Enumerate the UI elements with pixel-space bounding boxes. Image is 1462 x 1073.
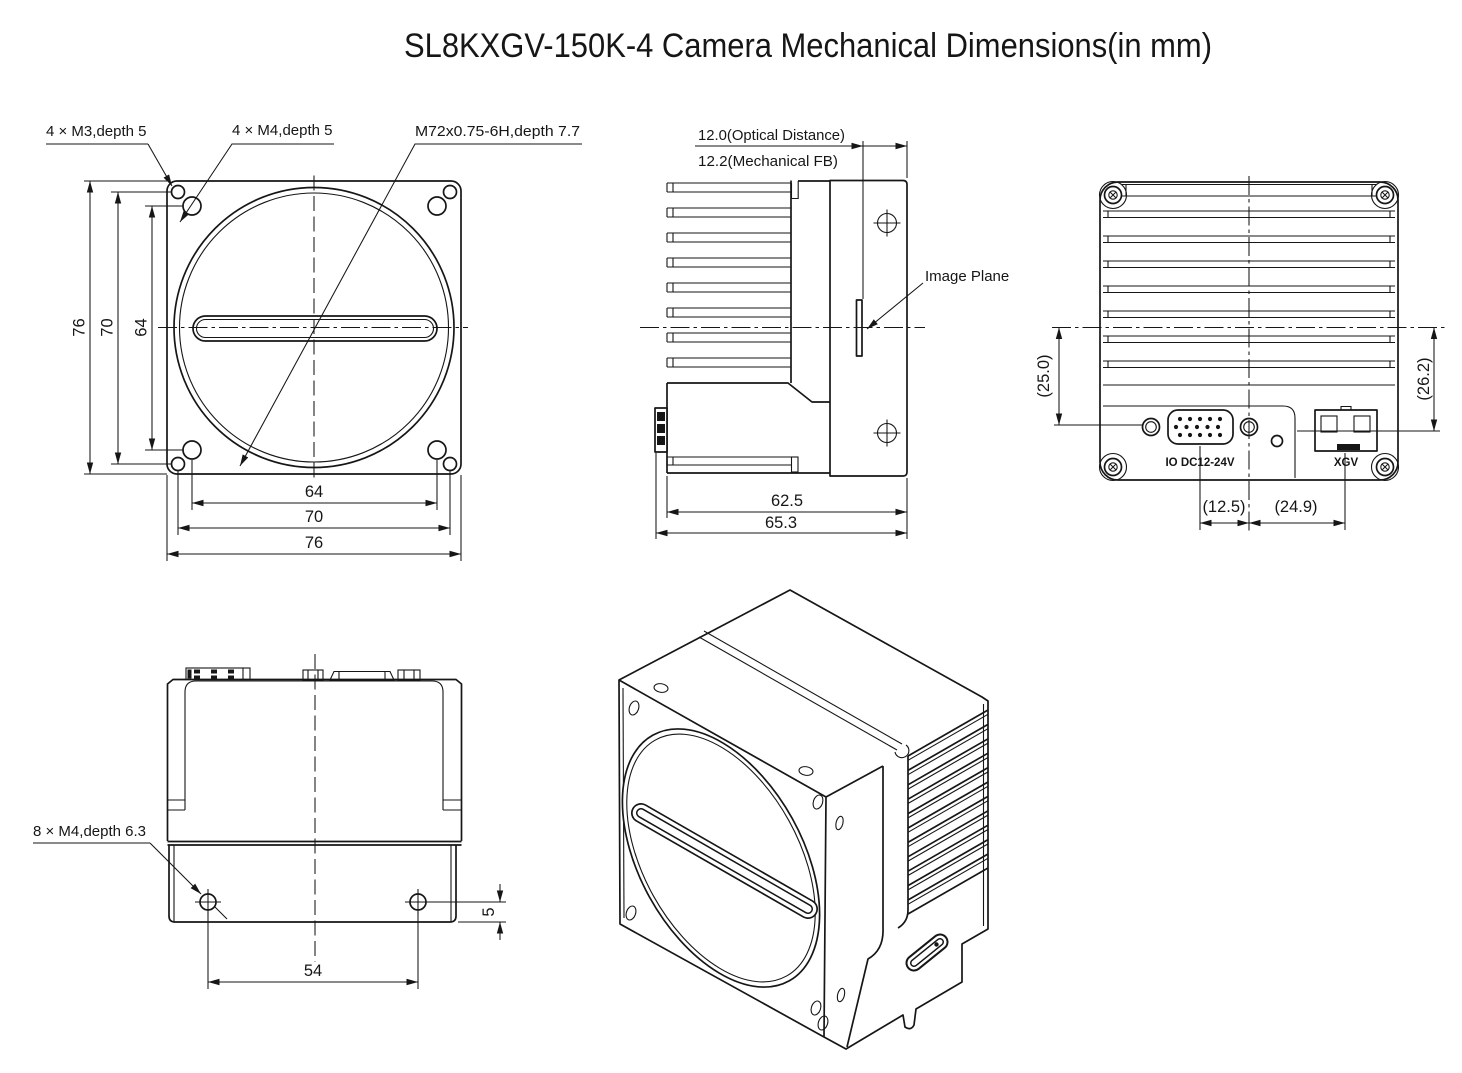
flange-screws: [873, 209, 901, 447]
image-plane-label: Image Plane: [925, 268, 1009, 285]
usb-c-connector: [905, 933, 949, 972]
back-dim-26-2: (26.2): [1415, 357, 1433, 400]
iso-top-notch: [894, 744, 910, 759]
iso-view: [618, 589, 989, 1050]
back-dim-12-5: (12.5): [1202, 498, 1245, 516]
upper-body-inner: [184, 680, 444, 800]
page-title: SL8KXGV-150K-4 Camera Mechanical Dimensi…: [404, 27, 1212, 65]
iso-sensor-slot: [631, 803, 818, 919]
optical-distance-label: 12.0(Optical Distance): [698, 127, 845, 144]
bottom-dim-5: 5: [480, 907, 498, 916]
mid-band-sides: [166, 800, 463, 841]
front-view: 4 × M3,depth 5 4 × M4,depth 5 M72x0.75-6…: [46, 122, 582, 561]
bottom-tab: [790, 456, 799, 473]
corner-bosses: [1098, 180, 1400, 482]
m72-leader: [239, 143, 582, 467]
fb-ext-lines: [862, 141, 908, 299]
back-dim-24-9: (24.9): [1274, 498, 1317, 516]
front-dim-70-v: 70: [99, 318, 117, 336]
side-view: 12.0(Optical Distance) 12.2(Mechanical F…: [640, 127, 1009, 539]
side-notches: [167, 799, 462, 811]
xgv-connector: [1314, 405, 1378, 452]
front-flange-bottom: [168, 845, 457, 923]
front-dim-70-h: 70: [305, 508, 323, 526]
iso-top-seam: [698, 630, 903, 751]
iso-lens-opening-inner: [626, 733, 816, 983]
m3-leader: [147, 143, 173, 187]
side-dim-65-3: 65.3: [765, 514, 797, 532]
status-led-hole: [1270, 434, 1284, 448]
front-dim-64-h: 64: [305, 483, 323, 501]
m4-bottom-label: 8 × M4,depth 6.3: [33, 823, 146, 840]
m3-holes: [170, 184, 458, 472]
sensor-slot-inner: [195, 318, 435, 339]
iso-screw-holes: [625, 683, 846, 1031]
m4-leader-tail: [214, 906, 228, 920]
iso-fins-twin: [907, 713, 989, 905]
bottom-fin: [666, 456, 791, 466]
connector-panel: [1103, 405, 1296, 478]
bottom-io-connector: [185, 667, 251, 681]
front-flange-inner: [173, 845, 452, 921]
io-dsub-connector: [1167, 409, 1234, 445]
m4-label: 4 × M4,depth 5: [232, 122, 333, 139]
side-dim-62-5: 62.5: [771, 492, 803, 510]
top-tab: [790, 181, 799, 200]
m4-leader: [179, 143, 334, 223]
m3-label: 4 × M3,depth 5: [46, 123, 147, 140]
front-dim-76-v: 76: [71, 318, 89, 336]
iso-heatsink-front-edge: [897, 756, 909, 929]
m72-label: M72x0.75-6H,depth 7.7: [415, 123, 580, 140]
heatsink-fins-side: [666, 182, 791, 368]
bottom-view: 8 × M4,depth 6.3 5 54: [33, 654, 506, 989]
back-view: IO DC12-24V XGV (25.0) (26.2) (12.5) (24…: [1035, 176, 1447, 532]
bottom-dim-54: 54: [304, 962, 322, 980]
iso-heatsink-bottom-edge: [907, 867, 989, 915]
mechanical-fb-label: 12.2(Mechanical FB): [698, 153, 838, 170]
dsub-pins: [1173, 416, 1223, 438]
m4-bottom-leader: [149, 842, 202, 895]
xgv-port-label: XGV: [1334, 457, 1359, 469]
iso-fins-main: [907, 709, 989, 901]
iso-side-face: [825, 765, 884, 1048]
dim54-ext: [207, 912, 419, 989]
horizontal-dimensions: 64 70 76: [166, 460, 462, 561]
image-plane-leader: [866, 282, 924, 330]
back-dim-25: (25.0): [1035, 354, 1053, 397]
front-dim-76-h: 76: [305, 534, 323, 552]
lower-body: [666, 382, 830, 474]
bottom-ext-lines: [1199, 446, 1346, 530]
bottom-m4-holes: [195, 889, 431, 915]
vertical-dimensions: 76 70 64: [71, 180, 183, 475]
bottom-connectors: [302, 669, 421, 681]
corner-screws: [1103, 185, 1395, 477]
front-dim-64-v: 64: [133, 318, 151, 336]
